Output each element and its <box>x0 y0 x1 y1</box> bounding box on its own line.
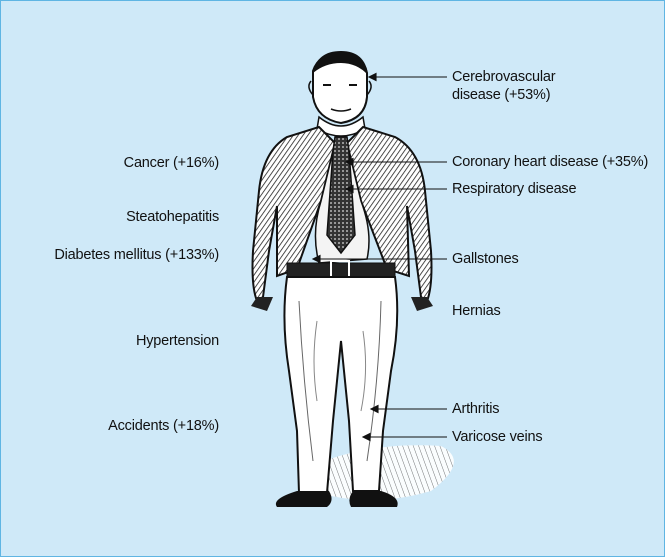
label-arthritis: Arthritis <box>452 400 499 418</box>
label-cancer: Cancer (+16%) <box>124 154 219 172</box>
label-cerebrovascular: Cerebrovascular disease (+53%) <box>452 68 555 104</box>
head <box>309 51 371 136</box>
label-varicose: Varicose veins <box>452 428 542 446</box>
label-hypertension: Hypertension <box>136 332 219 350</box>
label-coronary: Coronary heart disease (+35%) <box>452 153 648 171</box>
label-cerebrovascular-line2: disease (+53%) <box>452 86 555 104</box>
label-accidents: Accidents (+18%) <box>108 417 219 435</box>
label-diabetes: Diabetes mellitus (+133%) <box>54 246 219 264</box>
label-hernias: Hernias <box>452 302 501 320</box>
label-respiratory: Respiratory disease <box>452 180 576 198</box>
label-cerebrovascular-line1: Cerebrovascular <box>452 68 555 86</box>
label-steatohepatitis: Steatohepatitis <box>126 208 219 226</box>
label-gallstones: Gallstones <box>452 250 519 268</box>
